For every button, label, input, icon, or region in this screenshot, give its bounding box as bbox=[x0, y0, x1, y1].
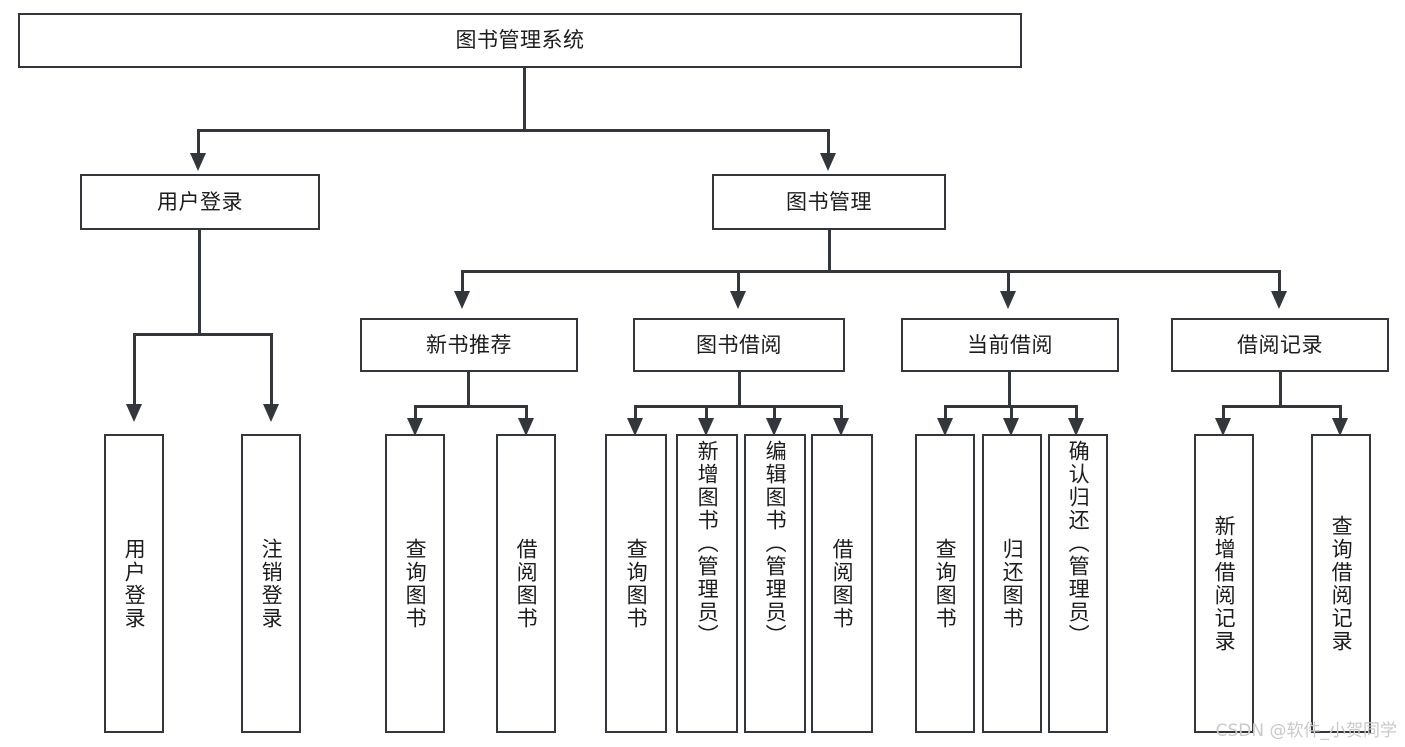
edge-book-borrow-bar bbox=[634, 405, 843, 408]
arrowhead-leaf-add-record bbox=[1215, 418, 1231, 436]
edge-user-login-bar bbox=[133, 333, 273, 336]
node-leaf-borrow-book-2-label: 借阅图书 bbox=[830, 537, 855, 630]
node-leaf-borrow-book-2[interactable]: 借阅图书 bbox=[811, 434, 873, 733]
edge-nbr-right-drop bbox=[525, 405, 528, 421]
arrowhead-leaf-query-book-3 bbox=[937, 418, 953, 436]
node-leaf-borrow-book-1-label: 借阅图书 bbox=[514, 537, 539, 630]
node-leaf-add-book-label: 新增图书（管理员） bbox=[695, 440, 720, 647]
arrowhead-book-manage bbox=[820, 153, 836, 171]
edge-new-book-recommend-bar bbox=[414, 405, 528, 408]
edge-borrow-record-stem bbox=[1279, 372, 1282, 407]
edge-to-new-book-recommend bbox=[461, 270, 464, 294]
arrowhead-leaf-edit-book bbox=[766, 418, 782, 436]
edge-user-login-stem bbox=[198, 230, 201, 335]
node-leaf-return-book-label: 归还图书 bbox=[1000, 537, 1025, 630]
node-leaf-query-book-1[interactable]: 查询图书 bbox=[385, 434, 445, 733]
edge-to-book-borrow bbox=[737, 270, 740, 294]
arrowhead-leaf-query-record bbox=[1332, 418, 1348, 436]
arrowhead-leaf-add-book bbox=[698, 418, 714, 436]
node-book-borrow[interactable]: 图书借阅 bbox=[633, 318, 845, 372]
node-leaf-user-login-label: 用户登录 bbox=[122, 537, 147, 630]
node-book-manage-label: 图书管理 bbox=[786, 189, 872, 214]
node-current-borrow[interactable]: 当前借阅 bbox=[901, 318, 1119, 372]
edge-user-login-left-drop bbox=[133, 333, 136, 407]
edge-to-borrow-record bbox=[1278, 270, 1281, 294]
edge-root-to-user-login bbox=[197, 129, 200, 157]
edge-br-left-drop bbox=[1222, 405, 1225, 421]
arrowhead-leaf-user-login bbox=[126, 404, 142, 422]
edge-bb-drop-2 bbox=[705, 405, 708, 421]
arrowhead-leaf-return-book bbox=[1003, 418, 1019, 436]
node-leaf-logout-login-label: 注销登录 bbox=[259, 537, 284, 630]
arrowhead-book-borrow bbox=[730, 291, 746, 309]
arrowhead-new-book-recommend bbox=[454, 291, 470, 309]
edge-cb-drop-2 bbox=[1010, 405, 1013, 421]
node-user-login-label: 用户登录 bbox=[157, 189, 243, 214]
node-root-label: 图书管理系统 bbox=[455, 28, 585, 53]
edge-root-stem bbox=[523, 68, 526, 131]
arrowhead-leaf-borrow-book-1 bbox=[518, 418, 534, 436]
watermark-text: CSDN @软件_小贺同学 bbox=[1215, 721, 1397, 741]
node-leaf-add-book[interactable]: 新增图书（管理员） bbox=[676, 434, 738, 733]
node-leaf-edit-book[interactable]: 编辑图书（管理员） bbox=[744, 434, 806, 733]
edge-bb-drop-1 bbox=[634, 405, 637, 421]
node-leaf-query-book-2-label: 查询图书 bbox=[624, 537, 649, 630]
node-leaf-add-record-label: 新增借阅记录 bbox=[1212, 514, 1237, 653]
arrowhead-leaf-confirm-return bbox=[1068, 418, 1084, 436]
edge-cb-drop-1 bbox=[944, 405, 947, 421]
node-leaf-query-book-3[interactable]: 查询图书 bbox=[915, 434, 975, 733]
node-leaf-query-record[interactable]: 查询借阅记录 bbox=[1311, 434, 1371, 733]
arrowhead-borrow-record bbox=[1271, 291, 1287, 309]
edge-br-right-drop bbox=[1339, 405, 1342, 421]
node-root[interactable]: 图书管理系统 bbox=[18, 13, 1022, 68]
arrowhead-leaf-query-book-1 bbox=[407, 418, 423, 436]
edge-book-manage-stem bbox=[828, 230, 831, 272]
node-leaf-confirm-return-label: 确认归还（管理员） bbox=[1066, 440, 1091, 647]
arrowhead-leaf-logout-login bbox=[263, 404, 279, 422]
node-leaf-query-book-2[interactable]: 查询图书 bbox=[605, 434, 667, 733]
node-leaf-query-book-3-label: 查询图书 bbox=[933, 537, 958, 630]
node-new-book-recommend-label: 新书推荐 bbox=[426, 332, 512, 357]
arrowhead-user-login bbox=[190, 153, 206, 171]
edge-nbr-left-drop bbox=[414, 405, 417, 421]
edge-bb-drop-4 bbox=[840, 405, 843, 421]
node-leaf-query-record-label: 查询借阅记录 bbox=[1329, 514, 1354, 653]
edge-book-borrow-stem bbox=[738, 372, 741, 407]
node-leaf-query-book-1-label: 查询图书 bbox=[403, 537, 428, 630]
edge-cb-drop-3 bbox=[1075, 405, 1078, 421]
edge-bb-drop-3 bbox=[773, 405, 776, 421]
node-new-book-recommend[interactable]: 新书推荐 bbox=[360, 318, 578, 372]
edge-root-to-book-manage bbox=[827, 129, 830, 157]
node-borrow-record[interactable]: 借阅记录 bbox=[1171, 318, 1389, 372]
edge-new-book-recommend-stem bbox=[467, 372, 470, 407]
node-leaf-add-record[interactable]: 新增借阅记录 bbox=[1194, 434, 1254, 733]
edge-to-current-borrow bbox=[1007, 270, 1010, 294]
node-book-manage[interactable]: 图书管理 bbox=[712, 174, 946, 230]
node-leaf-return-book[interactable]: 归还图书 bbox=[982, 434, 1042, 733]
edge-user-login-right-drop bbox=[270, 333, 273, 407]
node-leaf-borrow-book-1[interactable]: 借阅图书 bbox=[496, 434, 556, 733]
node-borrow-record-label: 借阅记录 bbox=[1237, 332, 1323, 357]
node-user-login[interactable]: 用户登录 bbox=[80, 174, 320, 230]
node-book-borrow-label: 图书借阅 bbox=[696, 332, 782, 357]
edge-borrow-record-bar bbox=[1222, 405, 1342, 408]
arrowhead-current-borrow bbox=[1000, 291, 1016, 309]
edge-current-borrow-stem bbox=[1008, 372, 1011, 407]
node-leaf-confirm-return[interactable]: 确认归还（管理员） bbox=[1048, 434, 1108, 733]
node-leaf-edit-book-label: 编辑图书（管理员） bbox=[763, 440, 788, 647]
node-current-borrow-label: 当前借阅 bbox=[967, 332, 1053, 357]
node-leaf-user-login[interactable]: 用户登录 bbox=[104, 434, 164, 733]
arrowhead-leaf-query-book-2 bbox=[627, 418, 643, 436]
arrowhead-leaf-borrow-book-2 bbox=[833, 418, 849, 436]
edge-root-bar bbox=[197, 129, 829, 132]
node-leaf-logout-login[interactable]: 注销登录 bbox=[241, 434, 301, 733]
edge-book-manage-bar bbox=[461, 270, 1281, 273]
